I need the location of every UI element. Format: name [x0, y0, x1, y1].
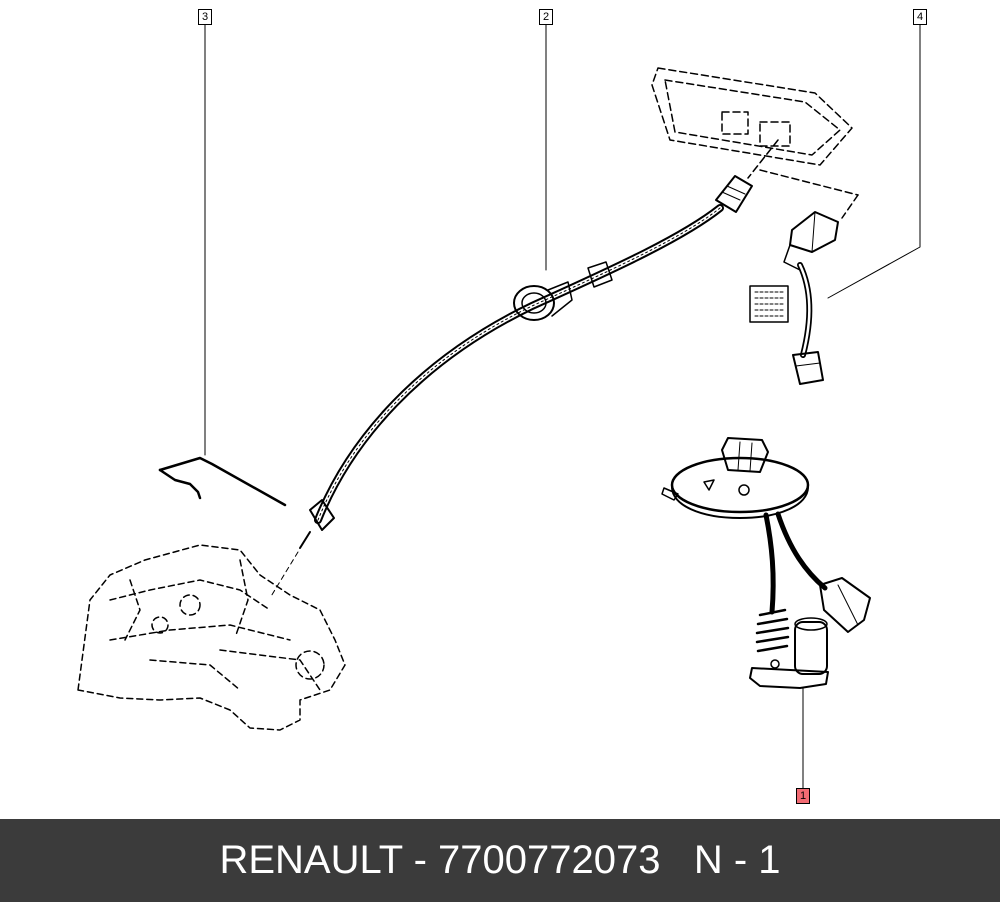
- footer-caption: RENAULT - 7700772073 N - 1: [0, 819, 1000, 902]
- gearbox-housing: [77, 544, 346, 731]
- callout-4: 4: [913, 9, 927, 25]
- speedometer-cable: [269, 175, 753, 599]
- connector-grid-icon: [749, 285, 789, 323]
- retaining-clip: [158, 456, 287, 507]
- diagram-drawing: [77, 24, 921, 789]
- callout-2: 2: [539, 9, 553, 25]
- callout-1: 1: [796, 788, 810, 804]
- callout-3: 3: [198, 9, 212, 25]
- fuel-sender-unit: [661, 437, 871, 689]
- instrument-panel: [651, 67, 859, 219]
- speed-sensor: [783, 211, 839, 385]
- leader-line-4: [827, 24, 921, 299]
